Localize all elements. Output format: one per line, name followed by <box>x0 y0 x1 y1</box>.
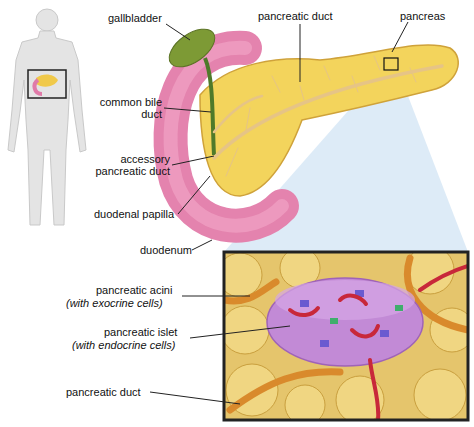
part-label: duodenal papilla <box>94 208 174 220</box>
part-label: pancreatic duct <box>258 10 333 22</box>
leader-lines <box>150 22 408 404</box>
part-label: common bile duct <box>92 96 162 120</box>
part-label: pancreatic duct <box>66 386 141 398</box>
part-label: accessory pancreatic duct <box>86 153 170 177</box>
part-note: (with endocrine cells) <box>72 339 175 351</box>
part-label: duodenum <box>140 244 192 256</box>
part-label: pancreas <box>400 10 445 22</box>
part-label: pancreatic islet <box>104 326 177 338</box>
human-figure <box>8 9 86 225</box>
part-label: gallbladder <box>108 12 162 24</box>
part-note: (with exocrine cells) <box>66 297 163 309</box>
part-label: pancreatic acini <box>96 284 172 296</box>
